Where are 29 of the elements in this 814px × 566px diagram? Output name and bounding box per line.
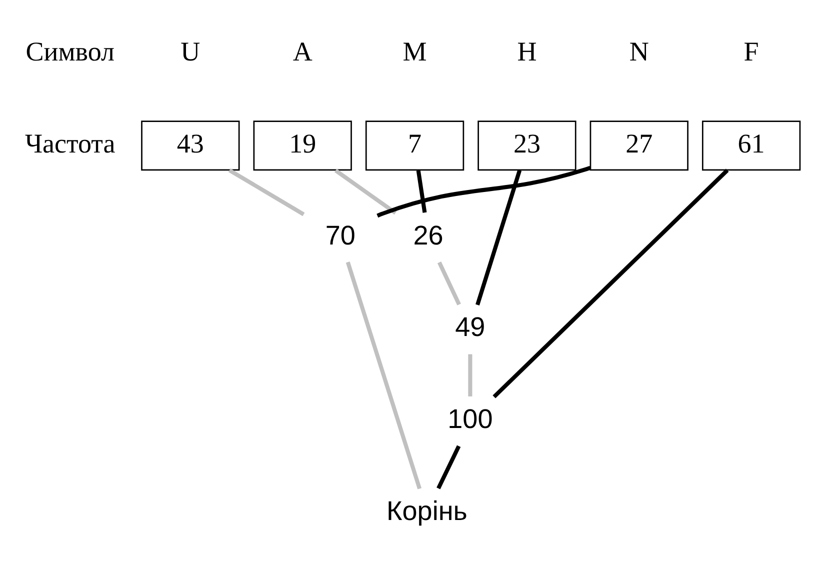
node-text: 70 [325,220,356,250]
connector [416,170,427,212]
node-text: 49 [455,312,486,342]
label: U [180,36,200,66]
label: N [629,36,649,66]
label: Частота [24,128,116,158]
node-box: 43 [141,120,240,170]
connector [436,444,461,489]
node-text: 100 [448,404,493,434]
connector [376,165,591,218]
node-text: Корінь [386,496,468,526]
label: H [517,36,537,66]
label: Символ [26,36,115,66]
node-box: 23 [478,120,576,170]
node-box: 7 [365,120,464,170]
node-box: 61 [702,120,801,170]
connector [228,168,305,216]
label: A [292,36,312,66]
node-text: 26 [413,220,444,250]
connector [346,261,422,489]
label: M [402,36,427,66]
label: F [744,36,759,66]
connector [334,168,397,214]
connector [468,354,472,396]
connector [492,168,729,398]
node-box: 27 [590,120,688,170]
connector [476,169,522,305]
node-box: 19 [253,120,352,170]
connector [437,260,461,305]
